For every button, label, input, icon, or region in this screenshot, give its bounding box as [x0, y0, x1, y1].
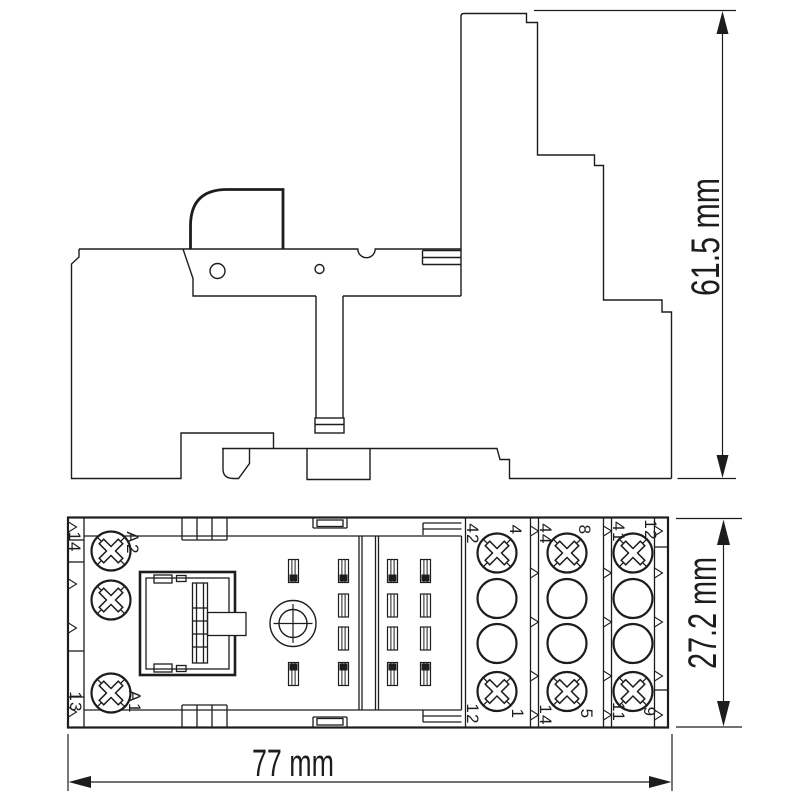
- arrowhead-down: [716, 455, 729, 478]
- housing-tabs: [181, 517, 462, 728]
- release-lever: [189, 188, 285, 249]
- contact-slot: [388, 560, 398, 583]
- arrowhead-left: [68, 776, 91, 788]
- wire-hole: [476, 577, 518, 620]
- pin-foot: [314, 417, 345, 434]
- depth-dimension-label: 27.2 mm: [681, 557, 725, 669]
- body-left-outline: [70, 249, 275, 480]
- guide-wedge-icon: [67, 622, 78, 634]
- terminal-label-col2-bottom-right: 5: [577, 709, 596, 720]
- left-guide-strip: [67, 517, 85, 728]
- terminal-label-col1-top-left: 42: [463, 523, 482, 544]
- arrowhead-up: [716, 11, 729, 34]
- latch-detail: [421, 249, 461, 266]
- mounting-hole-small: [314, 263, 325, 275]
- terminal-label-col2-top-left: 44: [536, 523, 555, 544]
- center-marker-icon: [269, 599, 317, 648]
- contact-slot: [419, 626, 432, 651]
- wire-hole: [546, 622, 588, 665]
- terminal-label-col2-top-right: 8: [575, 525, 594, 536]
- guide-wedge-icon: [602, 567, 613, 579]
- wire-hole: [546, 577, 588, 620]
- contact-slot: [386, 626, 399, 651]
- wire-hole: [612, 622, 654, 665]
- side-view: [70, 12, 673, 481]
- guide-wedge-icon: [602, 616, 613, 628]
- screw-terminal-icon: [476, 532, 518, 574]
- connector-ladder: [191, 582, 209, 664]
- terminal-block-dividers: [464, 517, 668, 728]
- terminal-label-col1-bottom-right: 1: [508, 709, 527, 720]
- terminal-label-col3-bottom-right: 9: [640, 707, 659, 718]
- screw-terminal-icon: [90, 672, 132, 714]
- wire-hole: [612, 577, 654, 620]
- terminal-label-a2: A2: [123, 531, 142, 554]
- arrowhead-down: [717, 701, 730, 727]
- din-rail-hook: [222, 448, 251, 480]
- guide-wedge-icon: [67, 578, 78, 590]
- terminal-label-col3-top-left: 41: [609, 521, 628, 542]
- dimension-height: 61.5 mm: [534, 9, 736, 480]
- relay-connector: [138, 570, 247, 677]
- center-pin: [315, 296, 344, 418]
- contact-slot: [289, 663, 299, 686]
- contact-slot: [337, 626, 350, 651]
- contact-slot: [386, 593, 399, 618]
- body-top-edge: [79, 248, 461, 259]
- guide-wedge-icon: [529, 670, 540, 682]
- contact-slot: [339, 663, 349, 686]
- arrowhead-right: [649, 776, 672, 788]
- bottom-view: 14 A2 13 A1 42 4 12 1 44 8 14 5 41 12 11…: [65, 516, 670, 729]
- dimension-depth: 27.2 mm: [676, 517, 742, 728]
- contact-slot: [421, 663, 431, 686]
- mounting-hole-large: [209, 262, 226, 280]
- connector-side-tab: [206, 611, 247, 637]
- contact-slot: [388, 663, 398, 686]
- contact-slot: [339, 560, 349, 583]
- terminal-label-14: 14: [65, 531, 84, 552]
- wire-hole: [476, 622, 518, 665]
- contact-slot: [421, 560, 431, 583]
- terminals: [90, 530, 654, 714]
- guide-wedge-icon: [529, 567, 540, 579]
- dimension-width: 77 mm: [67, 734, 673, 791]
- din-rail-lug: [306, 448, 371, 481]
- central-frame: [84, 535, 463, 711]
- terminal-label-13: 13: [66, 691, 85, 712]
- guide-wedge-icon: [653, 616, 664, 628]
- terminal-label-col2-bottom-left: 14: [536, 704, 555, 725]
- guide-wedge-icon: [653, 670, 664, 682]
- contact-slot: [337, 593, 350, 618]
- terminal-label-col3-top-right: 12: [641, 519, 660, 540]
- guide-wedge-icon: [653, 567, 664, 579]
- bracket-left-edge: [182, 248, 316, 297]
- contact-slot: [419, 593, 432, 618]
- arrowhead-up: [717, 519, 730, 545]
- terminal-label-a1: A1: [125, 690, 144, 713]
- guide-wedge-icon: [529, 616, 540, 628]
- terminal-label-col3-bottom-left: 11: [609, 702, 628, 722]
- guide-wedge-icon: [602, 670, 613, 682]
- upper-housing-profile: [460, 12, 673, 479]
- height-dimension-label: 61.5 mm: [684, 178, 728, 296]
- screw-terminal-icon: [476, 670, 518, 713]
- terminal-labels: 14 A2 13 A1 42 4 12 1 44 8 14 5 41 12 11…: [65, 519, 660, 725]
- terminal-label-col1-top-right: 4: [506, 525, 525, 536]
- contact-slot: [289, 560, 299, 583]
- width-dimension-label: 77 mm: [252, 743, 334, 785]
- terminal-label-col1-bottom-left: 12: [463, 703, 482, 724]
- base-recess-line: [222, 447, 672, 480]
- screw-terminal-icon: [90, 579, 132, 621]
